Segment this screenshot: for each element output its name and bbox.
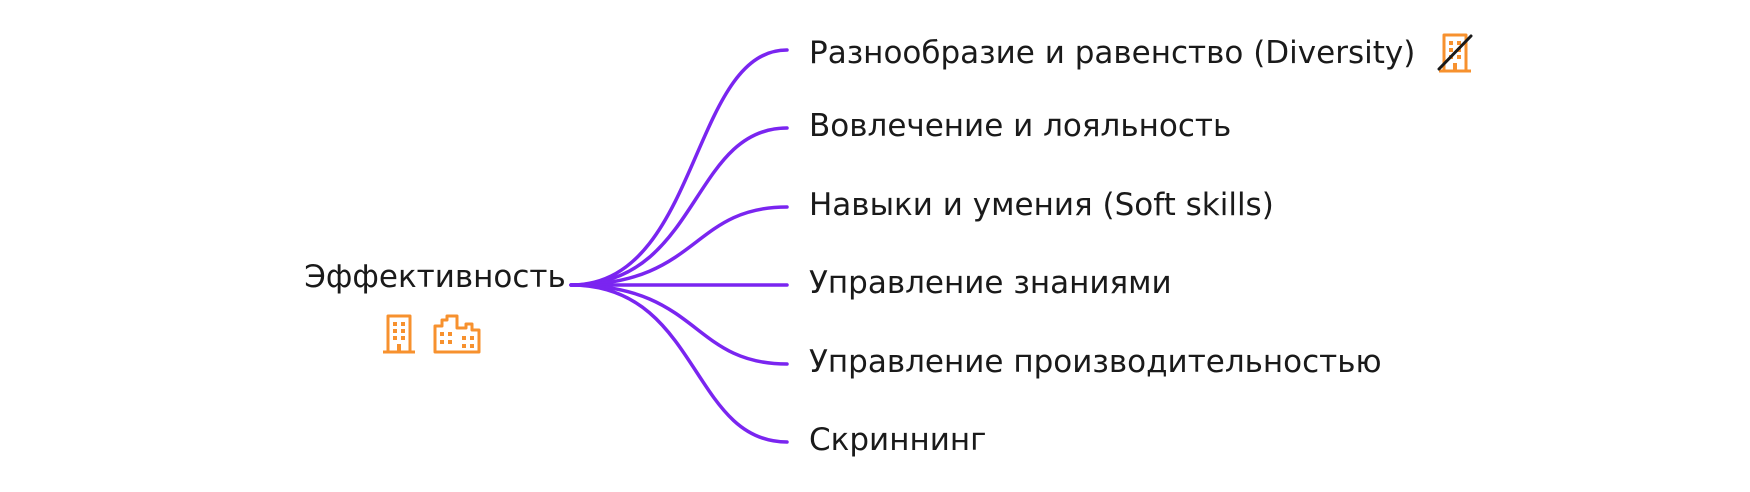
branch-label-soft-skills: Навыки и умения (Soft skills) [809, 187, 1274, 223]
building-crossed-out-icon [1437, 33, 1473, 73]
branch-label-performance: Управление производительностью [809, 344, 1382, 380]
branch-label-diversity: Разнообразие и равенство (Diversity) [809, 34, 1416, 71]
branch-label-screening: Скриннинг [809, 422, 987, 458]
root-node-icons [382, 310, 482, 354]
branch-label-knowledge: Управление знаниями [809, 265, 1172, 301]
branch-label-engagement: Вовлечение и лояльность [809, 108, 1232, 144]
factory-buildings-icon [432, 314, 482, 354]
connector-soft-skills [569, 205, 789, 287]
root-node-label: Эффективность [304, 259, 566, 295]
connector-performance [569, 283, 789, 366]
office-building-icon [382, 314, 416, 354]
branch-node-engagement: Вовлечение и лояльность [809, 111, 1231, 142]
branch-node-screening: Скриннинг [809, 425, 986, 456]
branch-node-soft-skills: Навыки и умения (Soft skills) [809, 190, 1274, 221]
connector-engagement [569, 126, 789, 287]
connector-diversity [569, 48, 789, 287]
branch-node-knowledge: Управление знаниями [809, 268, 1172, 299]
connector-screening [569, 283, 789, 444]
branch-node-diversity: Разнообразие и равенство (Diversity) [809, 33, 1473, 73]
branch-node-performance: Управление производительностью [809, 347, 1382, 378]
